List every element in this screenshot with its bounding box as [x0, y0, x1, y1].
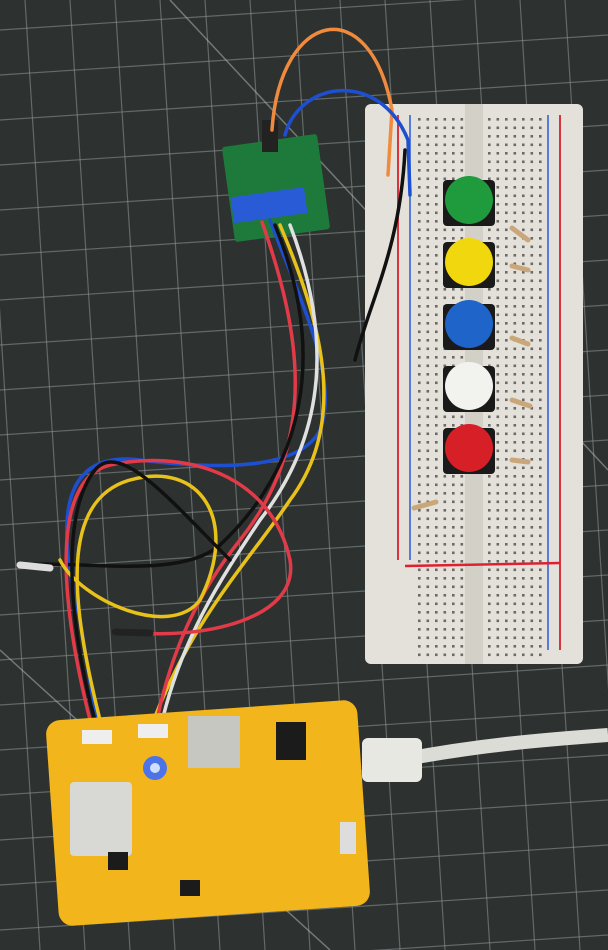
grid-line: [370, 934, 608, 950]
grid-line: [0, 0, 466, 31]
usb-cable: [362, 728, 608, 782]
protoboard: [222, 120, 330, 242]
button-cap: [445, 424, 493, 472]
grid-line: [0, 664, 608, 706]
resistors: [411, 225, 533, 511]
esp32-board: [46, 700, 370, 926]
button-cap: [445, 300, 493, 348]
grid-line: [0, 34, 608, 76]
button-cap: [445, 238, 493, 286]
button-cap: [445, 176, 493, 224]
grid-line: [0, 307, 41, 950]
grid-line: [0, 79, 608, 121]
button-cap: [445, 362, 493, 410]
push-buttons: [443, 176, 495, 474]
jumper-wires: [16, 27, 412, 732]
